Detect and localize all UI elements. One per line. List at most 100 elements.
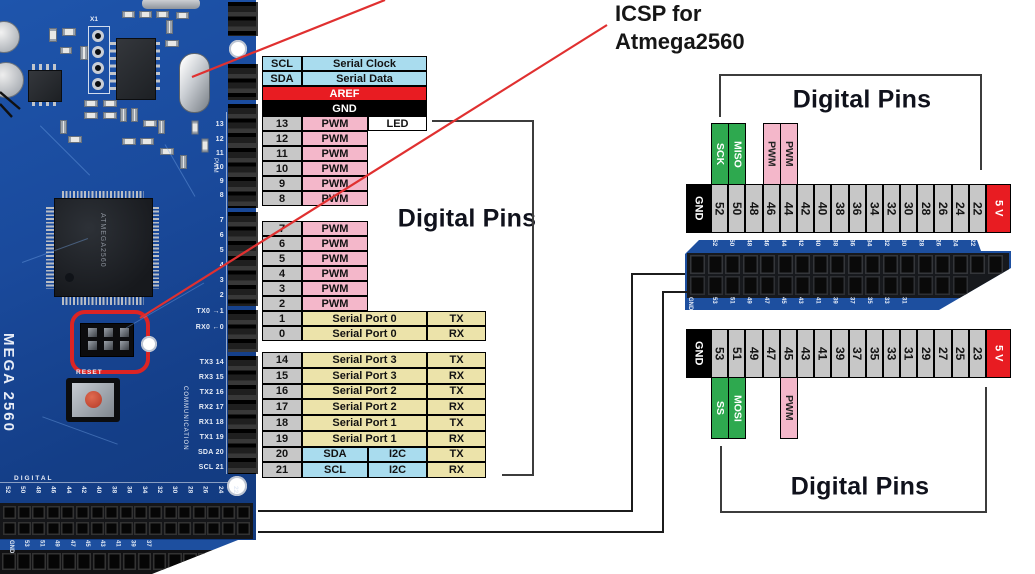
i2c-cell: SCL xyxy=(302,462,368,478)
bottom-pin-header xyxy=(0,503,253,539)
strip-pin-number-text: 34 xyxy=(865,239,873,247)
pwm-cell: PWM xyxy=(302,236,368,251)
5v-cell: 5 V xyxy=(986,329,1011,378)
board-bottom-pin-number-text: 32 xyxy=(156,486,163,494)
pin-number-cell: 11 xyxy=(262,146,302,161)
pin-socket-icon xyxy=(148,506,162,519)
mounting-hole-icon xyxy=(141,336,157,352)
strip-pin-number-text: 38 xyxy=(831,239,839,247)
edge-pin-label: TX0 →1 xyxy=(196,308,224,315)
strip-pin-socket-icon xyxy=(707,276,723,295)
pin-number-cell: 0 xyxy=(262,326,302,341)
pin-number-cell: 35 xyxy=(865,329,883,378)
silk-line xyxy=(226,112,227,474)
pin-number-cell-text: 25 xyxy=(953,346,968,361)
smd-component-icon xyxy=(143,120,157,127)
strip-pin-number-text: 22 xyxy=(968,239,976,247)
pwm-cell: PWM xyxy=(302,266,368,281)
pin-number-cell-text: 34 xyxy=(867,201,882,216)
pin-number-cell: 2 xyxy=(262,296,302,311)
strip-pin-socket-icon xyxy=(847,255,863,274)
edge-pin-label: RX1 18 xyxy=(198,419,224,426)
strip-pin-number-text: 52 xyxy=(711,239,718,247)
pin-number-cell: 12 xyxy=(262,131,302,146)
smd-component-icon xyxy=(122,11,135,18)
pin-tag-miso: MISO xyxy=(728,123,747,185)
edge-pin-label: RX3 15 xyxy=(198,374,224,381)
pin-tag-text: MOSI xyxy=(731,394,744,422)
pin-row: AREF xyxy=(262,86,486,101)
serial-port-cell: Serial Port 2 xyxy=(302,399,427,415)
pwm-cell: PWM xyxy=(302,251,368,266)
strip-pin-socket-icon xyxy=(952,255,968,274)
pin-socket-icon xyxy=(168,553,182,570)
strip-pin-socket-icon xyxy=(935,276,950,295)
strip-pin-number: 31 xyxy=(900,297,917,310)
direction-cell: TX xyxy=(427,446,486,463)
smd-component-icon xyxy=(62,28,76,36)
pin-socket-icon xyxy=(119,506,133,519)
arduino-board-photo: X1 ATMEGA2560 RESET MEGA 2560 xyxy=(0,0,258,540)
strip-pin-number: 24 xyxy=(952,240,969,252)
board-angled-pin-number-text: 41 xyxy=(114,540,121,547)
pin-number-cell: 33 xyxy=(882,329,901,378)
pin-number-cell: 20 xyxy=(262,446,302,463)
smd-component-icon xyxy=(165,40,179,47)
reset-button-metal xyxy=(72,383,114,417)
strip-pin-number: 22 xyxy=(968,239,986,252)
smd-component-icon xyxy=(131,108,138,122)
edge-pin-label: 8 xyxy=(219,192,224,199)
strip-pin-socket-icon xyxy=(917,276,933,295)
pin-socket-icon xyxy=(90,506,104,519)
strip-pin-number: 38 xyxy=(831,239,848,252)
qfp-pins-icon xyxy=(62,297,144,305)
board-angled-pin-number: 41 xyxy=(114,540,127,551)
strip-pin-socket-icon xyxy=(812,276,828,295)
pin-number-cell: 3 xyxy=(262,281,302,296)
soic8-chip-icon xyxy=(28,70,62,102)
strip-pin-socket-icon xyxy=(707,255,723,274)
plated-hole-icon xyxy=(92,30,104,42)
pin-number-cell: 48 xyxy=(745,184,763,233)
pin-number-cell-text: 47 xyxy=(764,346,779,361)
pin-socket-icon xyxy=(163,521,177,535)
strip-pin-number: 43 xyxy=(797,297,814,310)
strip-pin-number: 33 xyxy=(883,297,900,310)
icsp-heading-line2: Atmega2560 xyxy=(615,29,745,54)
strip-pin-number: 47 xyxy=(763,297,780,310)
pin-socket-icon xyxy=(17,521,31,535)
strip-pin-number-text: GND xyxy=(687,297,693,311)
board-angled-pin-number: 43 xyxy=(99,540,112,551)
strip-pin-number: 51 xyxy=(728,297,745,310)
strip-pin-number: 37 xyxy=(849,297,866,310)
pin-socket-icon xyxy=(105,521,119,535)
pin-number-cell: 37 xyxy=(848,329,866,378)
angled-header-row xyxy=(2,553,238,570)
pin-number-cell: 49 xyxy=(745,329,763,378)
pin-socket-icon xyxy=(3,521,16,535)
strip-pin-number-text: 47 xyxy=(762,297,769,304)
pin-tag-text: PWM xyxy=(765,141,778,167)
pin-socket-icon xyxy=(236,506,250,519)
pin-number-cell: 51 xyxy=(728,329,746,378)
strip-pin-number-text: 53 xyxy=(711,297,718,304)
edge-header-icon xyxy=(228,2,258,36)
edge-pin-label: 4 xyxy=(219,262,224,269)
pin-socket-icon xyxy=(61,506,75,519)
serial-port-cell: Serial Port 0 xyxy=(302,311,427,326)
gnd-cell: GND xyxy=(686,329,711,378)
strip-pin-number-text: 44 xyxy=(779,239,787,247)
strip-pin-number-text: 37 xyxy=(848,297,855,304)
pwm-cell: PWM xyxy=(302,281,368,296)
board-angled-pin-number-text: 53 xyxy=(23,540,30,547)
digital-pins-label-top-right: Digital Pins xyxy=(792,85,932,114)
pin-tag-text: SS xyxy=(714,400,727,415)
edge-pin-label: 6 xyxy=(219,232,224,239)
